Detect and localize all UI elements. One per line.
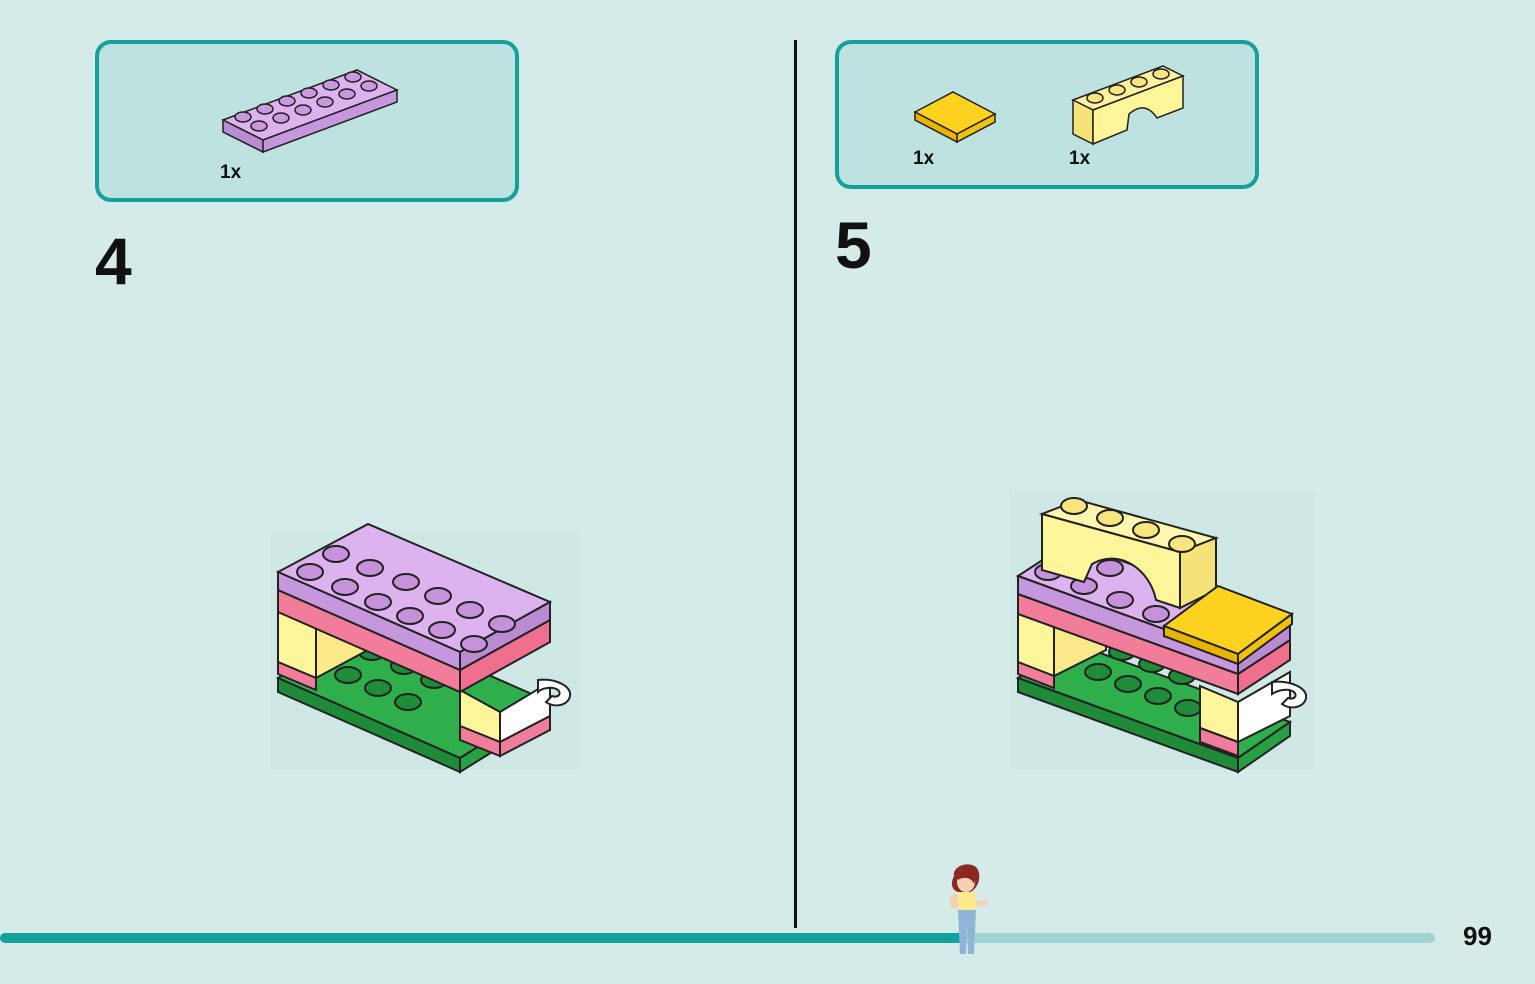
- part-quantity: 1x: [913, 148, 935, 169]
- page-number: 99: [1463, 921, 1492, 951]
- progress-fill: [0, 933, 962, 943]
- parts-list-step-5: 1x 1x: [835, 40, 1259, 189]
- part-quantity: 1x: [1069, 148, 1091, 169]
- step-4-model-illustration: [270, 522, 580, 774]
- page-divider: [794, 40, 797, 928]
- step-5-model-illustration: [1010, 490, 1315, 774]
- part-quantity: 1x: [220, 162, 242, 183]
- parts-list-step-4: 1x: [95, 40, 519, 202]
- minifigure-icon: [950, 864, 988, 954]
- step-number-5: 5: [835, 208, 872, 282]
- yellow-tile-2x2-icon: [913, 91, 997, 144]
- light-yellow-arch-1x4-icon: [1071, 65, 1185, 146]
- step-number-4: 4: [95, 224, 132, 298]
- lavender-plate-2x6-icon: [221, 69, 399, 154]
- progress-bar: [0, 933, 1435, 943]
